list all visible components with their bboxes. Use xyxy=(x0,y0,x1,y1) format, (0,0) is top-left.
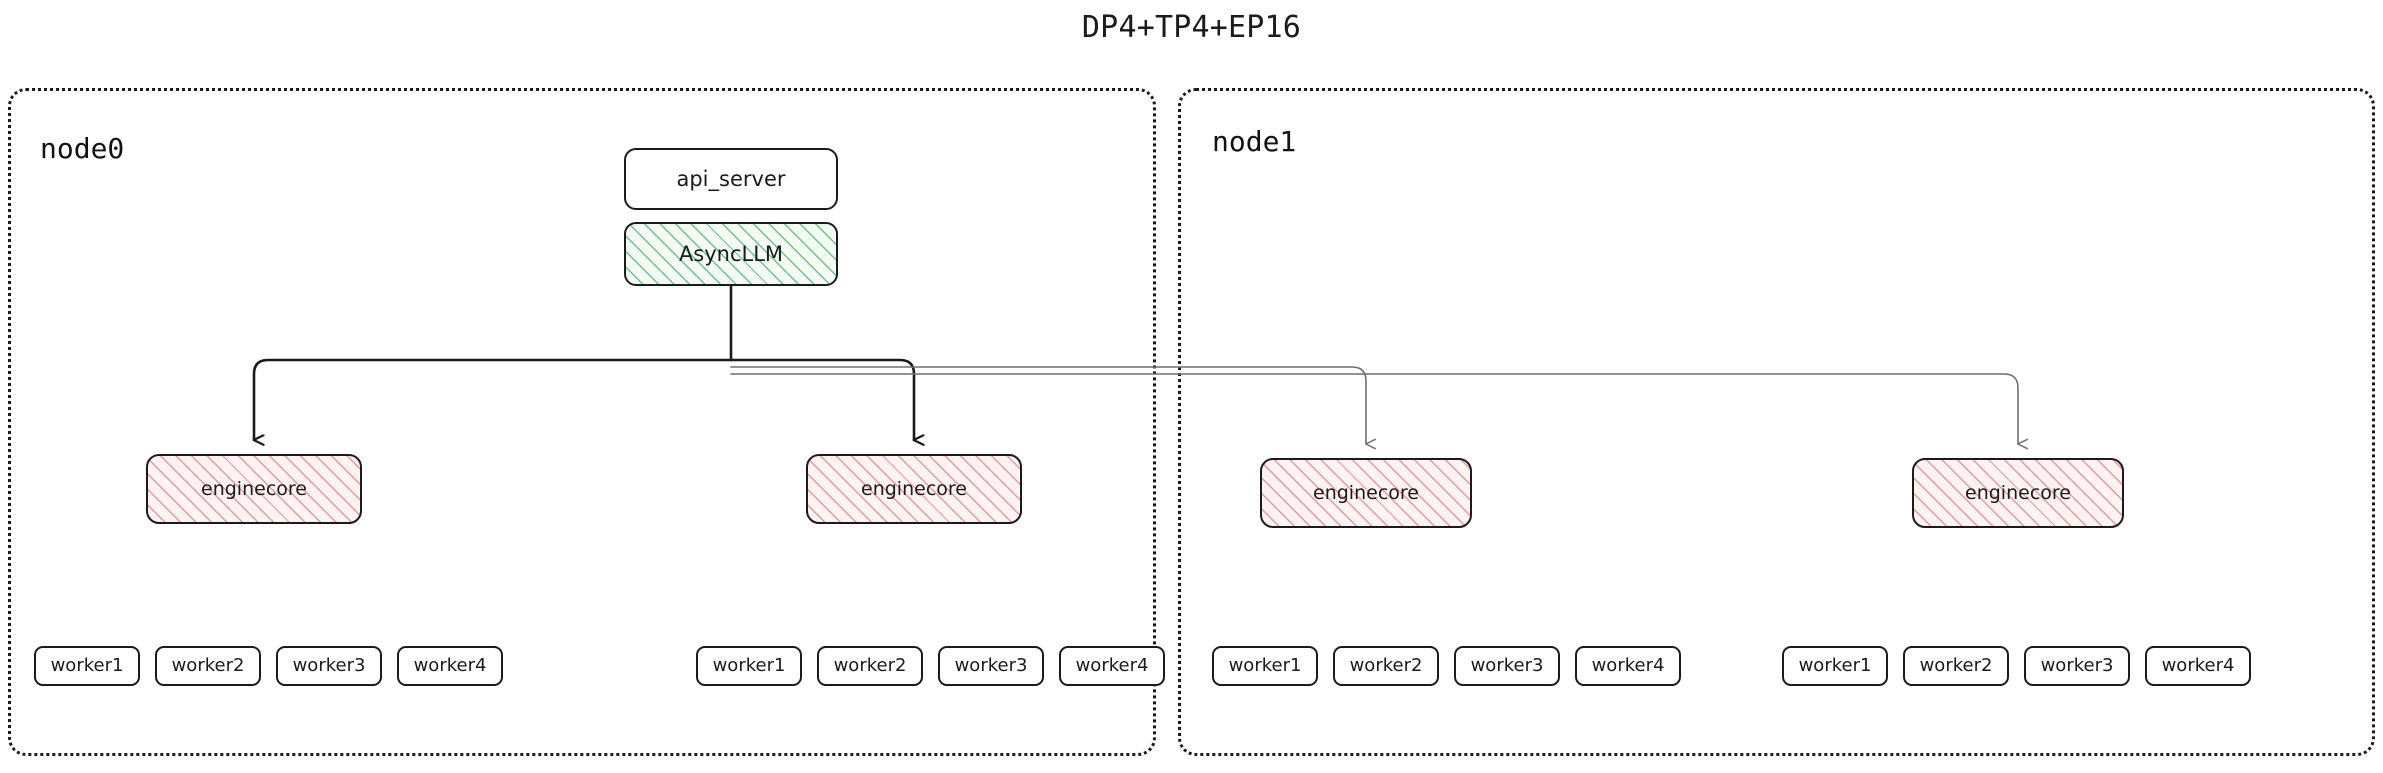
worker-box[interactable]: worker1 xyxy=(1212,646,1318,686)
enginecore-box-node0-0[interactable]: enginecore xyxy=(146,454,362,524)
page-title: DP4+TP4+EP16 xyxy=(1081,10,1302,45)
worker-label: worker4 xyxy=(1075,655,1149,676)
enginecore-box-node0-1[interactable]: enginecore xyxy=(806,454,1022,524)
enginecore-box-node1-0[interactable]: enginecore xyxy=(1260,458,1472,528)
worker-label: worker4 xyxy=(413,655,487,676)
worker-box[interactable]: worker2 xyxy=(817,646,923,686)
worker-box[interactable]: worker4 xyxy=(397,646,503,686)
api-server-label: api_server xyxy=(676,166,786,191)
worker-label: worker3 xyxy=(1470,655,1544,676)
worker-label: worker1 xyxy=(712,655,786,676)
worker-box[interactable]: worker4 xyxy=(2145,646,2251,686)
worker-box[interactable]: worker3 xyxy=(2024,646,2130,686)
worker-label: worker3 xyxy=(954,655,1028,676)
worker-label: worker4 xyxy=(1591,655,1665,676)
worker-box[interactable]: worker1 xyxy=(34,646,140,686)
worker-label: worker3 xyxy=(2040,655,2114,676)
worker-box[interactable]: worker3 xyxy=(276,646,382,686)
enginecore-label: enginecore xyxy=(1965,481,2071,504)
worker-label: worker4 xyxy=(2161,655,2235,676)
async-llm-box[interactable]: AsyncLLM xyxy=(624,222,838,286)
worker-box[interactable]: worker1 xyxy=(696,646,802,686)
worker-box[interactable]: worker4 xyxy=(1575,646,1681,686)
worker-group-node1-0: worker1 worker2 worker3 worker4 xyxy=(1212,646,1681,686)
worker-label: worker1 xyxy=(1798,655,1872,676)
worker-box[interactable]: worker3 xyxy=(938,646,1044,686)
worker-group-node1-1: worker1 worker2 worker3 worker4 xyxy=(1782,646,2251,686)
api-server-box[interactable]: api_server xyxy=(624,148,838,210)
worker-label: worker2 xyxy=(171,655,245,676)
worker-group-node0-1: worker1 worker2 worker3 worker4 xyxy=(696,646,1165,686)
worker-box[interactable]: worker2 xyxy=(155,646,261,686)
enginecore-label: enginecore xyxy=(861,477,967,500)
worker-box[interactable]: worker3 xyxy=(1454,646,1560,686)
worker-label: worker3 xyxy=(292,655,366,676)
worker-label: worker2 xyxy=(1349,655,1423,676)
worker-label: worker1 xyxy=(50,655,124,676)
worker-box[interactable]: worker1 xyxy=(1782,646,1888,686)
enginecore-box-node1-1[interactable]: enginecore xyxy=(1912,458,2124,528)
worker-box[interactable]: worker2 xyxy=(1333,646,1439,686)
node-label-node0: node0 xyxy=(40,132,125,165)
enginecore-label: enginecore xyxy=(201,477,307,500)
worker-label: worker1 xyxy=(1228,655,1302,676)
worker-label: worker2 xyxy=(1919,655,1993,676)
worker-label: worker2 xyxy=(833,655,907,676)
worker-box[interactable]: worker4 xyxy=(1059,646,1165,686)
worker-group-node0-0: worker1 worker2 worker3 worker4 xyxy=(34,646,503,686)
async-llm-label: AsyncLLM xyxy=(678,241,784,266)
enginecore-label: enginecore xyxy=(1313,481,1419,504)
node-label-node1: node1 xyxy=(1212,125,1297,158)
worker-box[interactable]: worker2 xyxy=(1903,646,2009,686)
